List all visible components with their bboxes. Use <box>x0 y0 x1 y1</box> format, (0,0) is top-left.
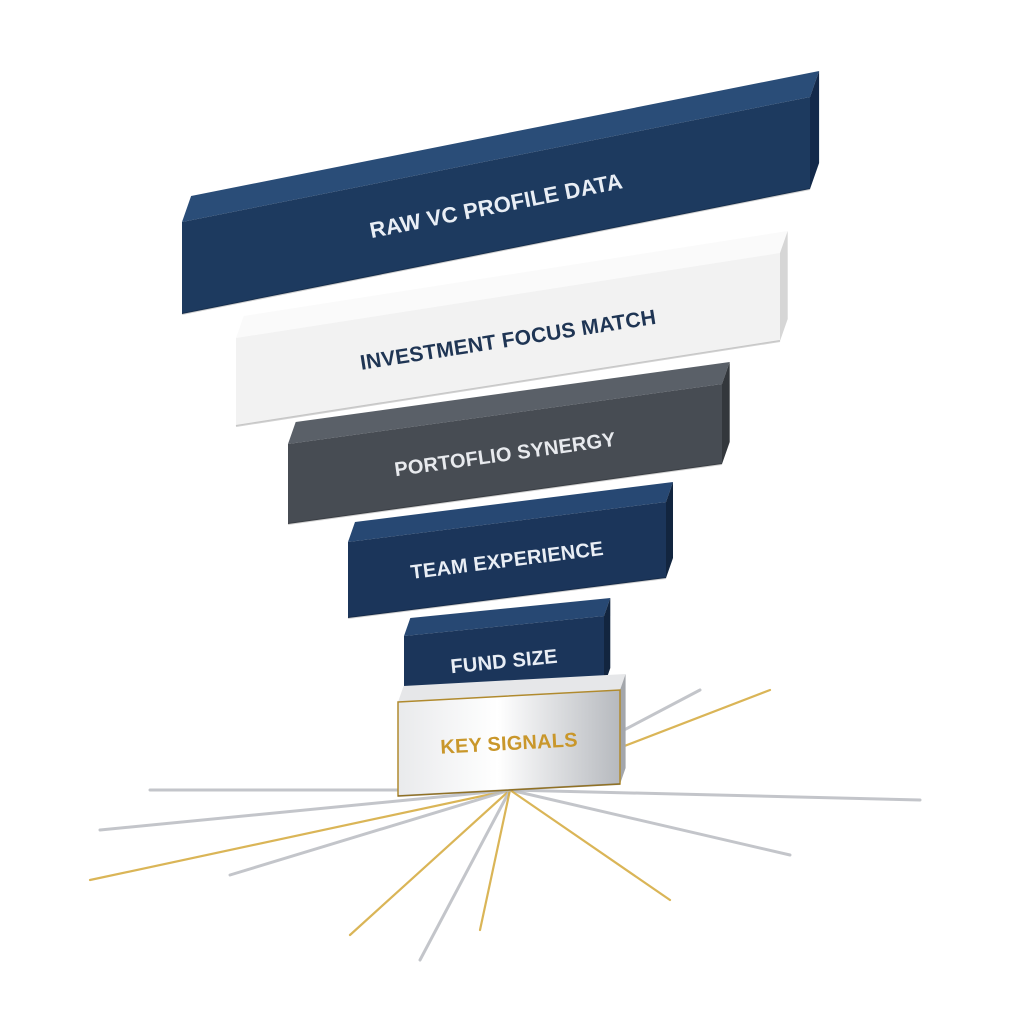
layer-front-face <box>182 97 810 314</box>
layer-side-face <box>666 482 673 578</box>
layer-top-face <box>288 362 730 444</box>
layer-bottom-edge <box>347 577 667 619</box>
ray-gold-5 <box>478 788 512 932</box>
ray-silver-9 <box>508 788 792 857</box>
ray-silver-4 <box>418 788 512 962</box>
ray-silver-11 <box>98 788 512 832</box>
funnel-layer-2: INVESTMENT FOCUS MATCH <box>235 231 788 427</box>
layer-top-face <box>236 231 788 338</box>
layer-front-face <box>348 502 666 618</box>
layer-side-face <box>604 598 611 686</box>
funnel-layer-1: RAW VC PROFILE DATA <box>181 71 820 315</box>
ray-silver-8 <box>508 788 922 802</box>
layer-bottom-edge <box>397 783 621 797</box>
layer-side-face <box>780 231 788 341</box>
ray-gold-10 <box>508 788 672 902</box>
layer-side-face <box>620 674 626 784</box>
funnel-layer-3: PORTOFLIO SYNERGY <box>287 362 730 525</box>
layer-front-face <box>397 689 621 797</box>
ray-silver-2 <box>228 788 512 877</box>
layer-front-face <box>236 253 780 426</box>
layer-top-face <box>348 482 673 542</box>
layer-side-face <box>722 362 730 464</box>
layer-top-face <box>182 71 820 222</box>
ray-gold-3 <box>348 788 512 937</box>
layer-top-face <box>398 674 626 702</box>
funnel-layer-6: KEY SIGNALS <box>397 674 626 797</box>
layer-top-face <box>404 598 611 636</box>
layer-side-face <box>810 71 820 189</box>
ray-gold-0 <box>88 788 512 882</box>
layer-bottom-edge <box>287 463 723 525</box>
layer-bottom-edge <box>181 188 811 315</box>
layer-bottom-edge <box>235 340 781 427</box>
layer-front-face <box>288 384 722 524</box>
funnel-layer-4: TEAM EXPERIENCE <box>347 482 673 619</box>
